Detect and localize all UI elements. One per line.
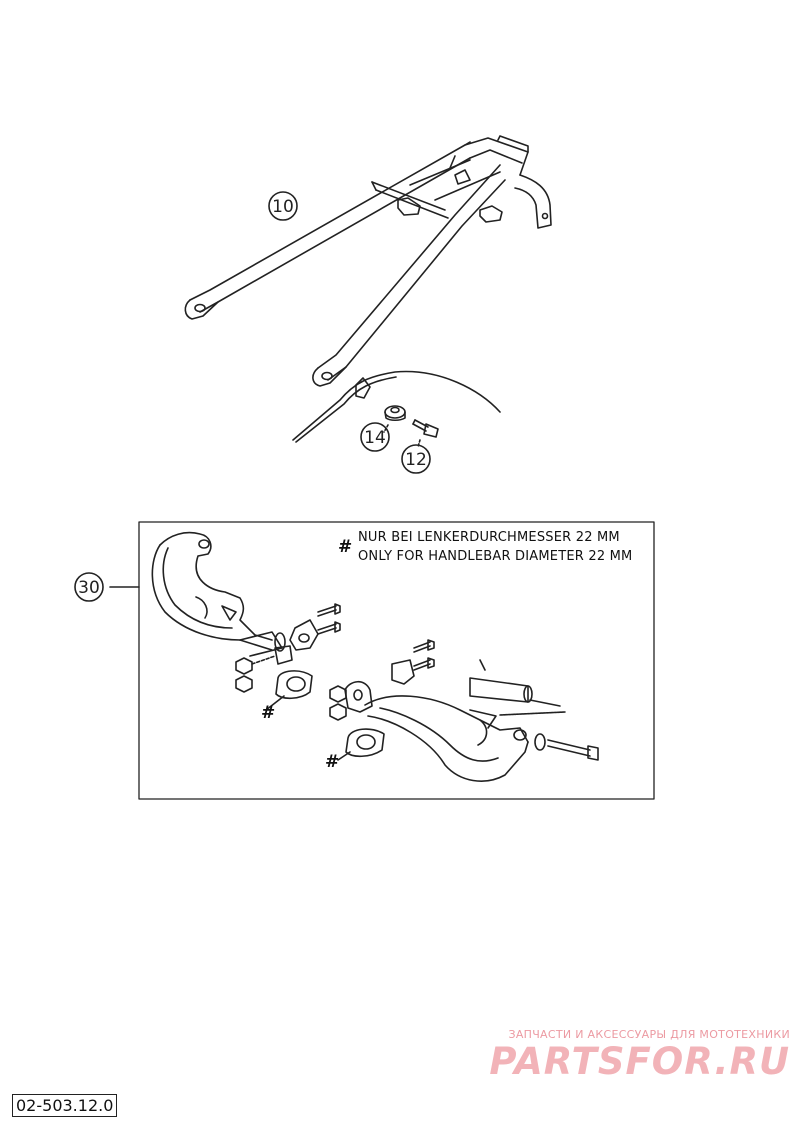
callout-30: 30 <box>78 578 100 598</box>
note-line-english: ONLY FOR HANDLEBAR DIAMETER 22 MM <box>358 549 632 564</box>
diagram-code: 02-503.12.0 <box>12 1094 118 1117</box>
kit-frame <box>138 521 655 800</box>
callout-10: 10 <box>272 197 294 217</box>
left-clamp <box>235 603 341 711</box>
hash-marker-left: # <box>261 703 275 723</box>
bolt <box>412 419 439 438</box>
right-handguard <box>364 659 566 782</box>
note-symbol: # <box>338 537 352 557</box>
watermark-brand: PARTSFOR.RU <box>489 1040 790 1083</box>
callout-14: 14 <box>364 428 386 448</box>
hash-marker-right: # <box>325 752 339 772</box>
right-clamp <box>329 639 599 761</box>
left-handguard <box>151 531 286 657</box>
luggage-rack <box>184 135 552 387</box>
note-line-german: NUR BEI LENKERDURCHMESSER 22 MM <box>358 530 620 545</box>
rear-fender <box>292 370 501 443</box>
callout-12: 12 <box>405 450 427 470</box>
watermark-tagline: ЗАПЧАСТИ И АКСЕССУАРЫ ДЛЯ МОТОТЕХНИКИ <box>508 1028 790 1041</box>
washer-nut <box>384 405 406 422</box>
